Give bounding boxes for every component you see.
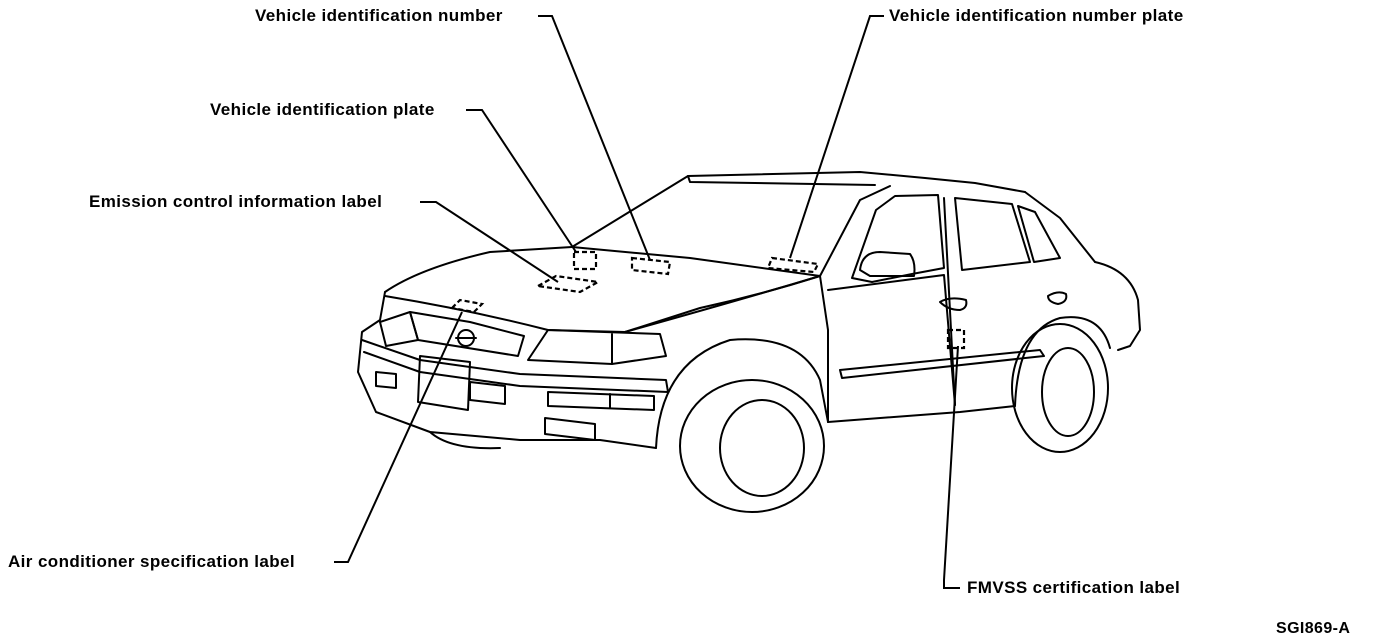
c-pillar	[1024, 191, 1096, 263]
vin-marker	[630, 256, 672, 276]
front-side-window	[851, 194, 945, 283]
front-bumper	[361, 339, 669, 393]
fmvss-label-leader	[943, 345, 960, 589]
label-location-markers	[449, 250, 966, 350]
lower-intake	[544, 417, 596, 441]
grille	[409, 311, 525, 357]
emission-label-marker	[534, 274, 602, 294]
bumper-slot	[469, 381, 506, 405]
rear-deck	[1094, 261, 1141, 351]
figure-code: SGI869-A	[1276, 620, 1351, 637]
quarter-window	[1017, 205, 1061, 263]
roof-line	[571, 171, 1026, 248]
front-face	[357, 291, 657, 449]
door-handle	[939, 297, 968, 311]
vin-leader	[538, 15, 651, 261]
license-plate	[417, 355, 471, 411]
a-pillar	[819, 185, 891, 277]
leader-lines	[334, 15, 960, 589]
front-wheel-arch	[655, 338, 829, 449]
hood-front-edge	[384, 246, 573, 293]
roof-inner	[687, 175, 876, 186]
fmvss-cert-label: FMVSS certification label	[967, 578, 1181, 597]
left-lamp	[375, 371, 397, 389]
fog-lamp	[547, 391, 655, 411]
front-door	[827, 274, 956, 406]
rocker-panel	[827, 405, 1016, 423]
rear-side-window	[954, 197, 1031, 271]
vehicle-id-plate-leader	[466, 109, 577, 253]
b-pillar	[943, 197, 956, 406]
side-body-crease	[839, 349, 1045, 379]
vehicle-id-plate-label: Vehicle identification plate	[210, 100, 435, 119]
rear-wheel-arch	[1014, 316, 1111, 407]
vin-plate-marker	[766, 256, 820, 274]
windshield-base	[571, 246, 821, 277]
emission-label-leader	[420, 201, 559, 283]
vin-plate-label: Vehicle identification number plate	[889, 6, 1184, 25]
left-headlamp	[379, 311, 419, 347]
left-front-tire	[429, 431, 501, 450]
vin-label: Vehicle identification number	[255, 6, 503, 25]
front-rim	[719, 399, 805, 497]
front-fender	[624, 275, 829, 423]
ac-spec-label: Air conditioner specification label	[8, 552, 295, 571]
fmvss-label-marker	[946, 328, 966, 350]
car-outline	[357, 171, 1141, 513]
rear-tire	[1011, 323, 1109, 453]
emission-control-label: Emission control information label	[89, 192, 383, 211]
vehicle-id-plate-marker	[572, 250, 598, 271]
side-mirror	[859, 251, 916, 277]
right-headlamp	[527, 329, 667, 365]
ac-spec-label-marker	[449, 298, 485, 314]
vin-plate-leader	[789, 15, 884, 259]
front-tire	[679, 379, 825, 513]
fuel-door	[1047, 291, 1068, 305]
rear-rim	[1041, 347, 1095, 437]
ac-spec-label-leader	[334, 311, 463, 563]
